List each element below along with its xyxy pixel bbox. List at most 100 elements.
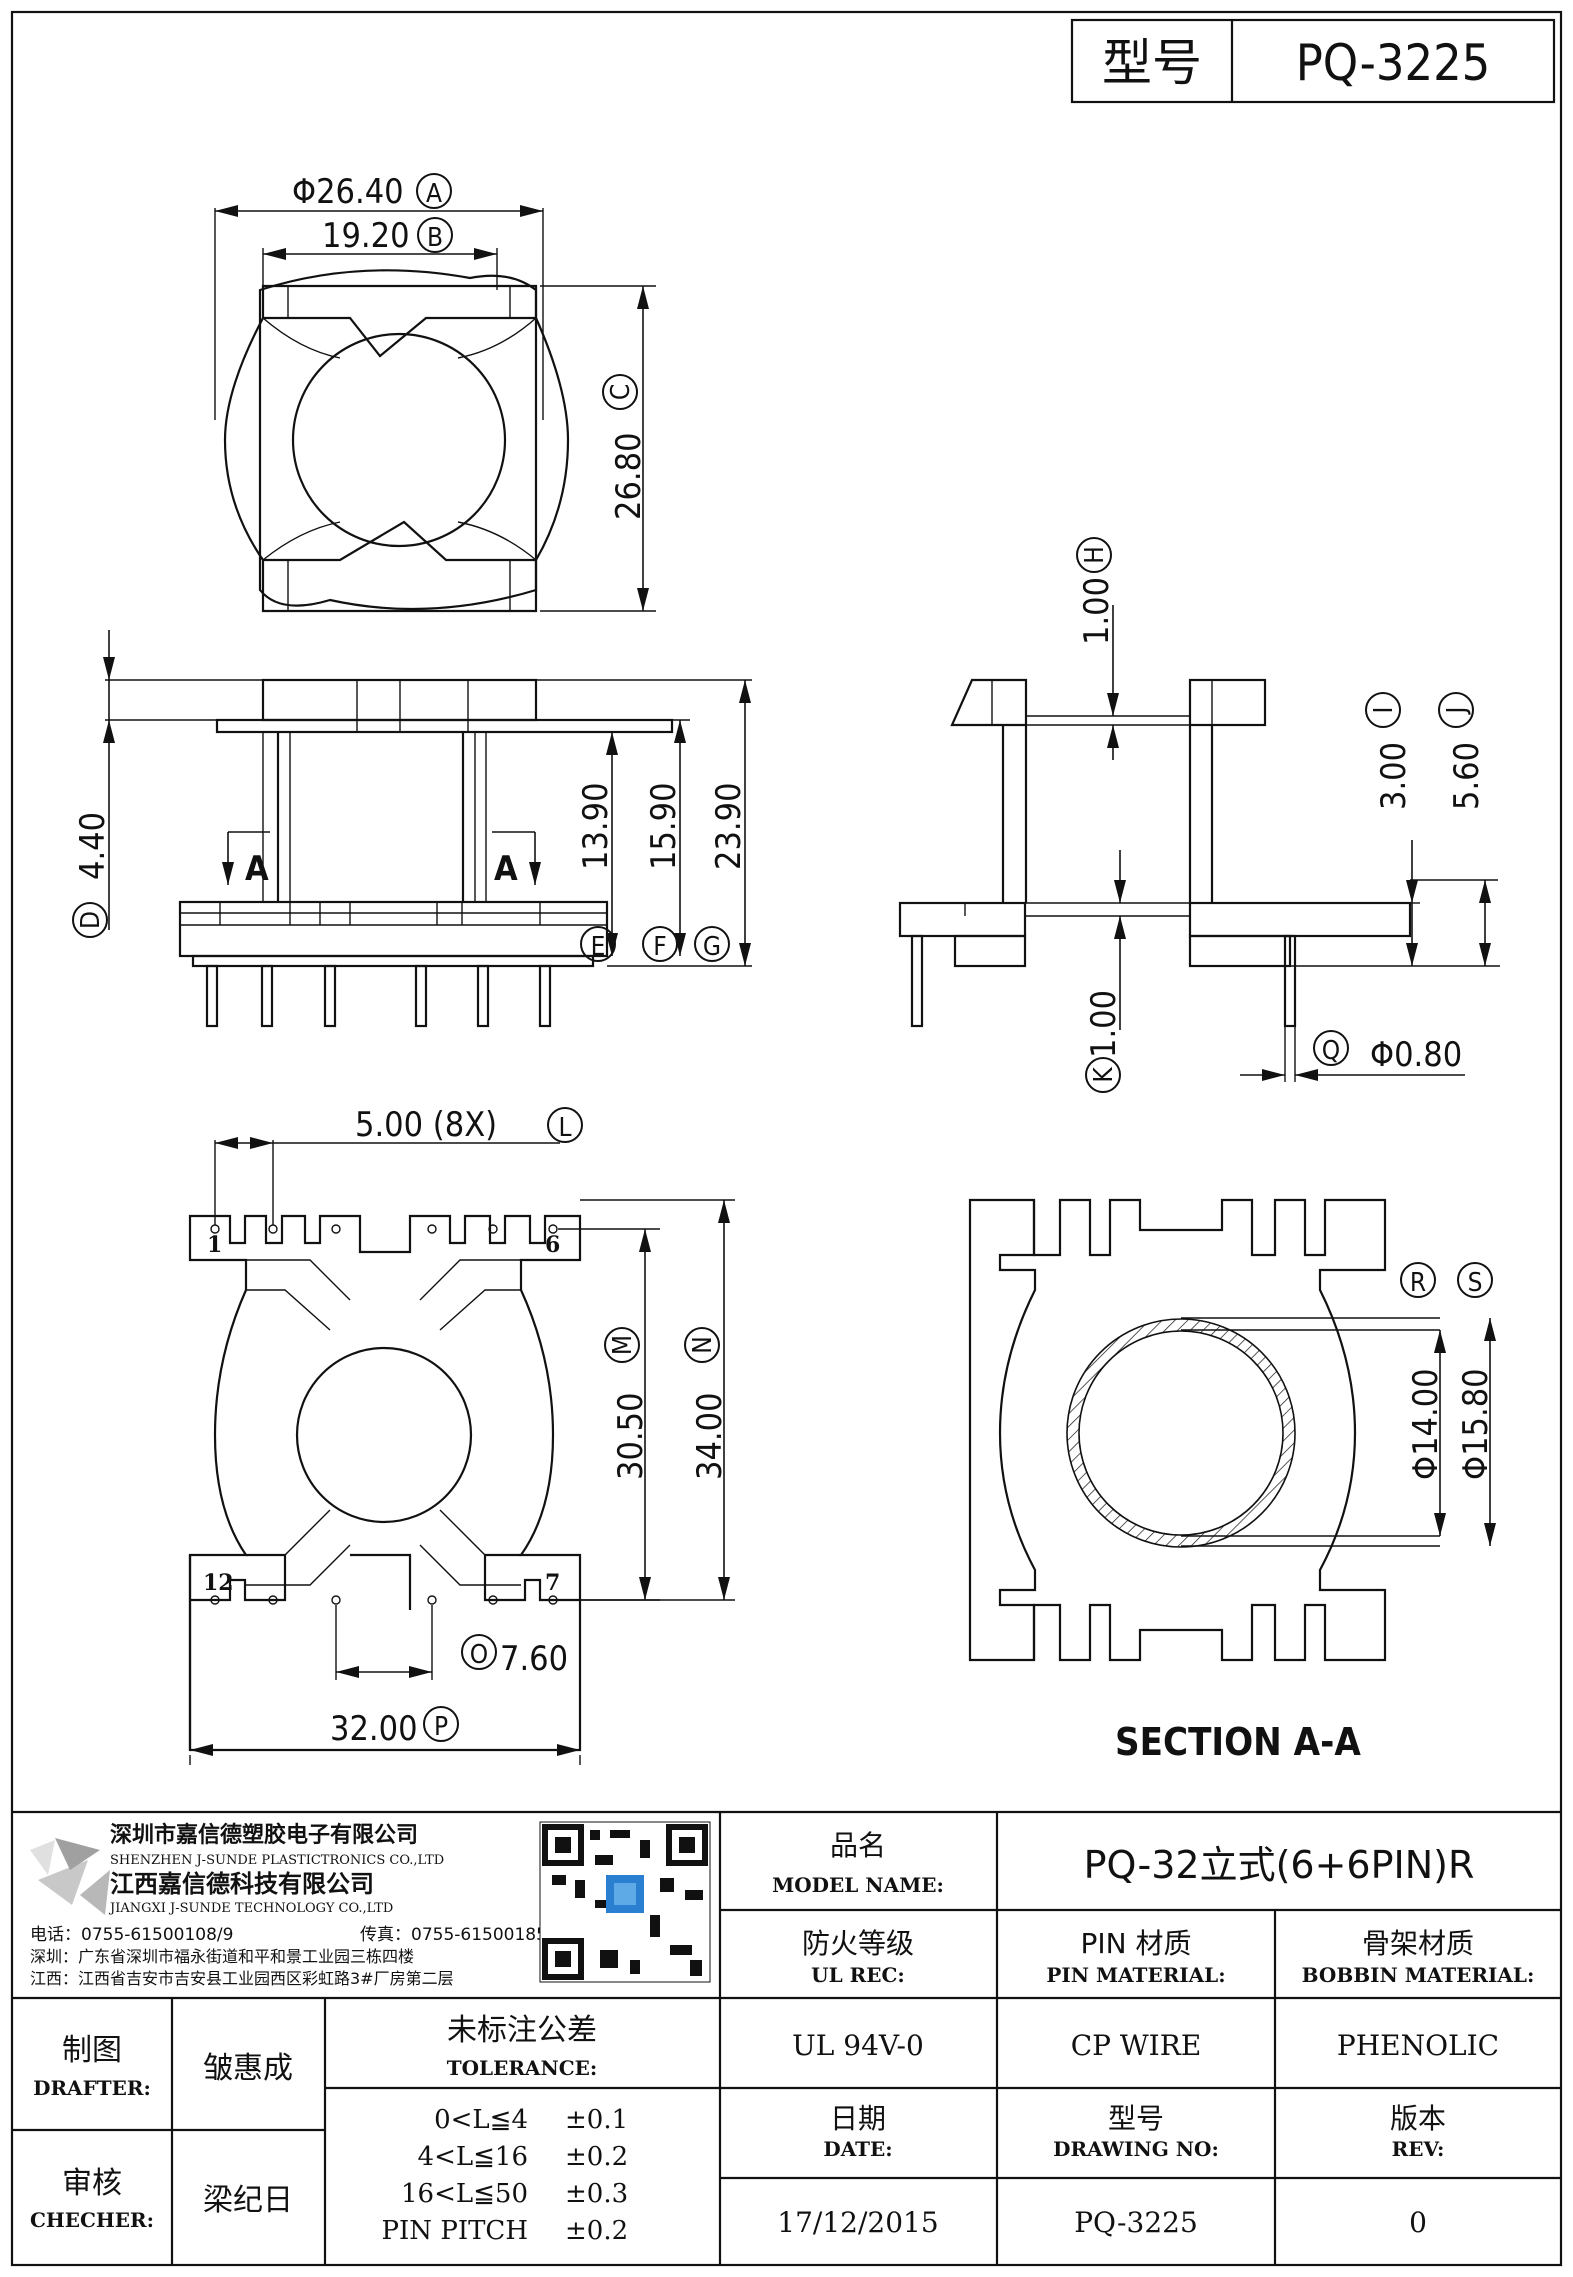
dim-m-tag: M xyxy=(608,1335,638,1355)
qr-code xyxy=(539,1821,711,1983)
dim-s-value: Φ15.80 xyxy=(1456,1368,1496,1480)
pin-12-label: 12 xyxy=(203,1570,234,1596)
date-en: DATE: xyxy=(823,2137,892,2161)
pin-material-en: PIN MATERIAL: xyxy=(1046,1963,1225,1987)
pin-7-label: 7 xyxy=(545,1570,560,1596)
company2-name-cn: 江西嘉信德科技有限公司 xyxy=(110,1870,374,1898)
dim-o-value: 7.60 xyxy=(500,1639,568,1679)
bobbin-material-cn: 骨架材质 xyxy=(1362,1927,1474,1960)
top-view: Φ26.40 A 19.20 B 26.80 C xyxy=(214,172,656,613)
drafter-name: 皱惠成 xyxy=(203,2051,293,2086)
side-view: 1.00 H 1.00 K 3.00 I 5.60 J xyxy=(898,537,1500,1093)
model-name-cn: 品名 xyxy=(830,1829,886,1862)
header-model-label: 型号 xyxy=(1102,34,1202,92)
section-title: SECTION A-A xyxy=(1115,1720,1361,1764)
dim-f-tag: F xyxy=(653,932,666,962)
dim-q-tag: Q xyxy=(1322,1036,1340,1066)
tolerance-en: TOLERANCE: xyxy=(447,2056,598,2080)
dim-d-value: 4.40 xyxy=(73,812,113,880)
dim-e-tag: E xyxy=(591,932,606,962)
ul-rec-value: UL 94V-0 xyxy=(792,2029,924,2062)
dim-g-value: 23.90 xyxy=(709,782,749,870)
model-name-value: PQ-32立式(6+6PIN)R xyxy=(1084,1843,1475,1887)
dim-i-value: 3.00 xyxy=(1374,742,1414,810)
pin-material-cn: PIN 材质 xyxy=(1081,1927,1192,1960)
rev-cn: 版本 xyxy=(1390,2102,1446,2135)
drafter-en: DRAFTER: xyxy=(33,2076,151,2100)
dim-j-tag: J xyxy=(1442,707,1472,716)
pin-1-label: 1 xyxy=(207,1232,222,1258)
dim-h-tag: H xyxy=(1080,546,1110,564)
dim-n-value: 34.00 xyxy=(690,1392,730,1480)
tolerance-cn: 未标注公差 xyxy=(447,2013,597,2048)
dim-k-value: 1.00 xyxy=(1084,990,1124,1058)
tolerance-range: PIN PITCH xyxy=(382,2216,528,2246)
dim-f-value: 15.90 xyxy=(644,782,684,870)
pin-material-value: CP WIRE xyxy=(1071,2029,1202,2062)
dim-a-value: Φ26.40 xyxy=(292,172,404,212)
tolerance-range: 0<L≦4 xyxy=(434,2105,528,2135)
tolerance-value: ±0.2 xyxy=(565,2216,628,2246)
sheet-border xyxy=(10,10,1563,2267)
dim-r-tag: R xyxy=(1410,1268,1426,1298)
ul-rec-en: UL REC: xyxy=(811,1963,905,1987)
tolerance-table: 0<L≦4 ±0.1 4<L≦16 ±0.2 16<L≦50 ±0.3 PIN … xyxy=(382,2105,629,2246)
company-phone: 电话：0755-61500108/9 xyxy=(30,1925,233,1945)
tolerance-value: ±0.1 xyxy=(565,2105,628,2135)
dim-j-value: 5.60 xyxy=(1447,742,1487,810)
dim-p-value: 32.00 xyxy=(330,1709,418,1749)
tolerance-range: 4<L≦16 xyxy=(418,2142,528,2172)
dim-i-tag: I xyxy=(1369,707,1399,714)
bobbin-material-en: BOBBIN MATERIAL: xyxy=(1302,1963,1535,1987)
dim-c-tag: C xyxy=(606,384,636,400)
bobbin-material-value: PHENOLIC xyxy=(1337,2029,1499,2062)
drawing-no-value: PQ-3225 xyxy=(1074,2206,1198,2239)
section-marker-right: A xyxy=(494,849,518,889)
dim-r-value: Φ14.00 xyxy=(1406,1368,1446,1480)
header-model-value: PQ-3225 xyxy=(1296,34,1491,92)
drawing-no-en: DRAWING NO: xyxy=(1053,2137,1219,2161)
dim-k-tag: K xyxy=(1089,1067,1119,1083)
section-view: Φ14.00 Φ15.80 R S SECTION A-A xyxy=(968,1198,1496,1764)
dim-d-tag: D xyxy=(76,911,106,929)
drafter-cn: 制图 xyxy=(62,2033,122,2068)
company-name-en: SHENZHEN J-SUNDE PLASTICTRONICS CO.,LTD xyxy=(110,1853,444,1868)
dim-e-value: 13.90 xyxy=(576,782,616,870)
dim-n-tag: N xyxy=(688,1336,718,1354)
title-block: 深圳市嘉信德塑胶电子有限公司 SHENZHEN J-SUNDE PLASTICT… xyxy=(12,1810,1561,2265)
ul-rec-cn: 防火等级 xyxy=(802,1927,914,1960)
dim-a-tag: A xyxy=(426,179,442,209)
checker-cn: 审核 xyxy=(62,2166,122,2201)
dim-s-tag: S xyxy=(1468,1268,1483,1298)
pin-6-label: 6 xyxy=(545,1232,560,1258)
dim-l-tag: L xyxy=(558,1113,571,1143)
dim-g-tag: G xyxy=(703,932,721,962)
tolerance-range: 16<L≦50 xyxy=(401,2179,528,2209)
rev-value: 0 xyxy=(1409,2206,1427,2239)
dim-b-tag: B xyxy=(427,223,443,253)
header-model-box: 型号 PQ-3225 xyxy=(1070,18,1556,104)
company-fax: 传真：0755-61500185 xyxy=(360,1925,547,1945)
drawing-no-cn: 型号 xyxy=(1108,2102,1164,2135)
section-marker-left: A xyxy=(245,849,269,889)
company-address-jx: 江西：江西省吉安市吉安县工业园西区彩虹路3#厂房第二层 xyxy=(30,1969,454,1988)
front-view: A A 4.40 D 13.90 E 15.90 F 2 xyxy=(72,630,752,1028)
model-name-en: MODEL NAME: xyxy=(772,1873,944,1897)
dim-m-value: 30.50 xyxy=(611,1392,651,1480)
date-cn: 日期 xyxy=(830,2102,886,2135)
company2-name-en: JIANGXI J-SUNDE TECHNOLOGY CO.,LTD xyxy=(108,1901,393,1916)
bottom-view: 1 6 7 12 5.00 (8X) L 30.50 M 34.00 N xyxy=(188,1105,735,1765)
dim-l-value: 5.00 (8X) xyxy=(355,1105,497,1145)
tolerance-value: ±0.2 xyxy=(565,2142,628,2172)
company-logo xyxy=(30,1838,110,1915)
dim-b-value: 19.20 xyxy=(322,216,410,256)
company-name-cn: 深圳市嘉信德塑胶电子有限公司 xyxy=(110,1822,418,1848)
dim-o-tag: O xyxy=(470,1640,488,1670)
rev-en: REV: xyxy=(1392,2137,1445,2161)
company-address-sz: 深圳：广东省深圳市福永街道和平和景工业园三栋四楼 xyxy=(30,1947,414,1966)
tolerance-value: ±0.3 xyxy=(565,2179,628,2209)
dim-c-value: 26.80 xyxy=(609,432,649,520)
dim-p-tag: P xyxy=(434,1712,448,1742)
checker-name: 梁纪日 xyxy=(203,2183,293,2218)
